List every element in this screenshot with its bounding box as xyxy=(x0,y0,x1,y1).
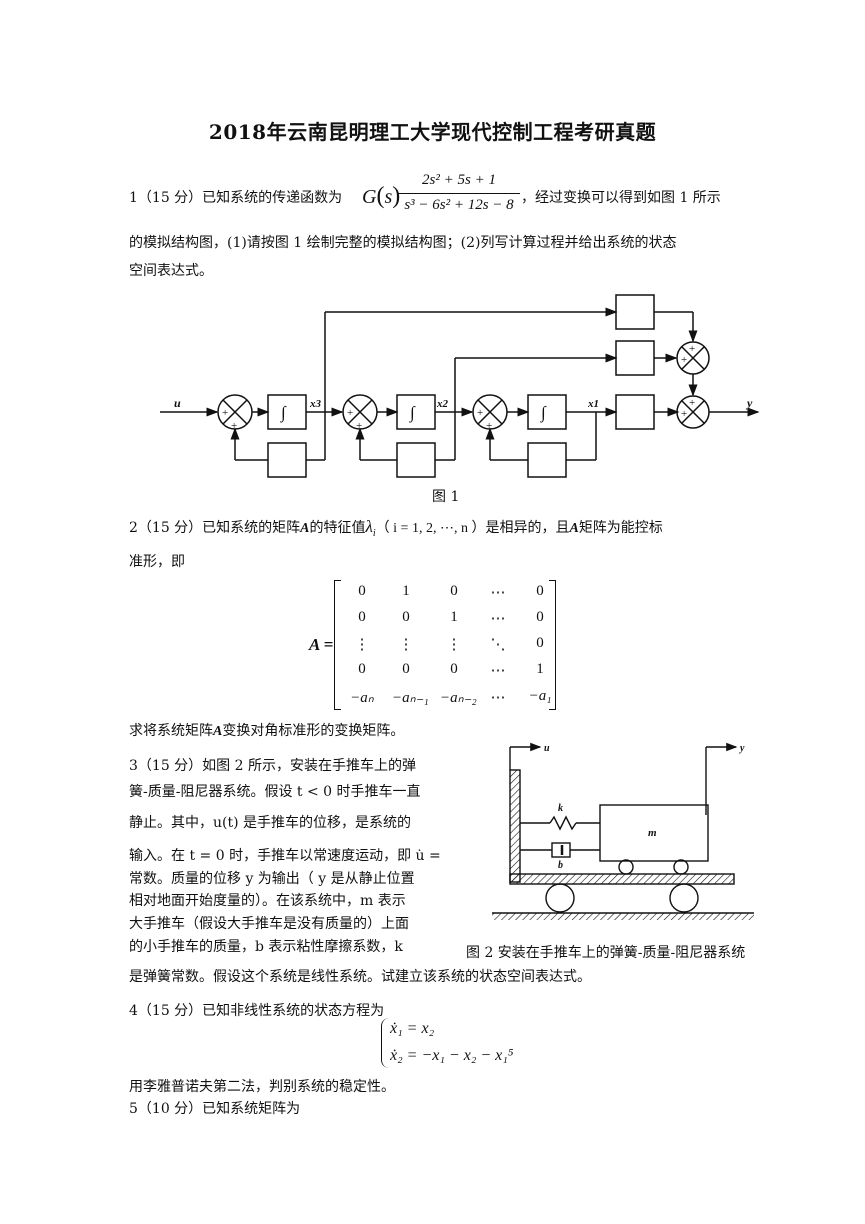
matrix-cell: ⋱ xyxy=(490,637,506,653)
q4-brace xyxy=(381,1018,390,1068)
q1-fraction-bar xyxy=(398,193,520,194)
fig2-u-label: u xyxy=(544,743,550,754)
matrix-cell: −aₙ₋₁ xyxy=(392,690,429,706)
q3-line8: 的小手推车的质量，b 表示粘性摩擦系数，k xyxy=(129,939,403,955)
matrix-cell: 0 xyxy=(402,661,410,677)
integrator-3-icon: ∫ xyxy=(540,403,547,423)
q1-line1: 1（15 分）已知系统的传递函数为 xyxy=(129,189,342,207)
matrix-cell: 0 xyxy=(358,609,366,625)
sum3-plus-left: + xyxy=(477,407,483,419)
figure-1-block-diagram: u y x3 x2 x1 ∫ ∫ ∫ + + + + + + + + + + xyxy=(160,294,760,478)
q3-line6: 相对地面开始度量的）。在该系统中，m 表示 xyxy=(129,893,406,909)
matrix-cell: −aₙ xyxy=(350,690,374,706)
matrix-cell: 1 xyxy=(536,661,544,677)
matrix-cell: ⋮ xyxy=(446,637,462,653)
fig2-y-label: y xyxy=(739,743,745,754)
q4-line1: 4（15 分）已知非线性系统的状态方程为 xyxy=(129,1003,385,1019)
matrix-cell: ⋯ xyxy=(490,663,506,679)
matrix-cell: ⋮ xyxy=(398,637,414,653)
matrix-right-bracket xyxy=(549,580,556,710)
q3-line2: 簧-质量-阻尼器系统。假设 t < 0 时手推车一直 xyxy=(129,784,421,800)
q3-line7: 大手推车（假设大手推车是没有质量的）上面 xyxy=(129,916,409,932)
matrix-cell: 0 xyxy=(536,609,544,625)
fig1-x1-label: x1 xyxy=(587,398,599,410)
matrix-cell: −a₁ xyxy=(528,688,552,704)
matrix-cell: 1 xyxy=(450,609,458,625)
fig2-k-label: k xyxy=(558,803,563,814)
matrix-A: 0 1 0 ⋯ 0 0 0 1 ⋯ 0 ⋮ ⋮ ⋮ ⋱ 0 0 0 0 ⋯ 1 −aₙ −aₙ₋₁ −aₙ₋₂ ⋯ −a₁ xyxy=(334,580,556,710)
q3-line1: 3（15 分）如图 2 所示，安装在手推车上的弹 xyxy=(129,758,416,774)
matrix-cell: 0 xyxy=(358,661,366,677)
matrix-cell: 0 xyxy=(536,583,544,599)
sum5-plus-left: + xyxy=(681,408,687,420)
q1-suffix: ，经过变换可以得到如图 1 所示 xyxy=(521,190,721,206)
q2-line2: 准形，即 xyxy=(129,554,185,570)
q3-line9: 是弹簧常数。假设这个系统是线性系统。试建立该系统的状态空间表达式。 xyxy=(129,969,591,985)
matrix-cell: 0 xyxy=(450,661,458,677)
integrator-1-icon: ∫ xyxy=(280,403,287,423)
q1-line3: 空间表达式。 xyxy=(129,263,213,279)
integrator-2-icon: ∫ xyxy=(409,403,416,423)
q4-eq1: ẋ₁ = x₂ xyxy=(390,1020,435,1037)
matrix-cell: ⋯ xyxy=(490,611,506,627)
q1-prefix: 1（15 分）已知系统的传递函数为 xyxy=(129,190,343,206)
figure-2-cart-diagram: u y k b m xyxy=(492,742,754,920)
matrix-cell: 0 xyxy=(402,609,410,625)
q1-numerator: 2s² + 5s + 1 xyxy=(422,172,496,188)
sum1-plus-left: + xyxy=(222,407,228,419)
q1-denominator: s³ − 6s² + 12s − 8 xyxy=(404,197,514,213)
figure-1-caption: 图 1 xyxy=(432,489,460,505)
matrix-cell: 0 xyxy=(358,583,366,599)
matrix-left-bracket xyxy=(334,580,341,710)
fig2-b-label: b xyxy=(558,860,563,871)
matrix-cell: 0 xyxy=(450,583,458,599)
matrix-cell: ⋯ xyxy=(490,690,506,706)
fig1-x2-label: x2 xyxy=(436,398,449,410)
q3-line3: 静止。其中，u(t) 是手推车的位移，是系统的 xyxy=(129,815,412,831)
q5-line1: 5（10 分）已知系统矩阵为 xyxy=(129,1101,301,1117)
sum4-plus-top: + xyxy=(689,343,695,355)
sum1-plus-bottom: + xyxy=(231,420,237,432)
figure-2-caption: 图 2 安装在手推车上的弹簧-质量-阻尼器系统 xyxy=(466,945,746,961)
q4-line2: 用李雅普诺夫第二法，判别系统的稳定性。 xyxy=(129,1079,395,1095)
sum2-plus-left: + xyxy=(347,407,353,419)
fig1-y-label: y xyxy=(745,396,753,410)
matrix-cell: ⋯ xyxy=(490,585,506,601)
matrix-cell: −aₙ₋₂ xyxy=(440,690,477,706)
sum2-plus-bottom: + xyxy=(356,420,362,432)
page-title: 2018年云南昆明理工大学现代控制工程考研真题 xyxy=(208,120,657,144)
matrix-cell: 0 xyxy=(536,635,544,651)
q2-line1: 2（15 分）已知系统的矩阵A的特征值λi（ i = 1, 2, ⋯, n ）是… xyxy=(129,517,663,539)
q1-line2: 的模拟结构图，(1)请按图 1 绘制完整的模拟结构图；(2)列写计算过程并给出系… xyxy=(129,235,677,251)
fig1-u-label: u xyxy=(174,396,181,410)
sum3-plus-bottom: + xyxy=(486,420,492,432)
fig2-m-label: m xyxy=(648,827,657,839)
q4-eq2: ẋ₂ = −x₁ − x₂ − x₁⁵ xyxy=(390,1047,514,1064)
matrix-cell: ⋮ xyxy=(354,637,370,653)
q2-ask: 求将系统矩阵A变换对角标准形的变换矩阵。 xyxy=(129,723,405,739)
sum4-plus-left: + xyxy=(681,354,687,366)
q3-line4: 输入。在 t = 0 时，手推车以常速度运动，即 u̇ = xyxy=(129,848,441,864)
matrix-lhs: A = xyxy=(309,635,334,654)
q1-transfer-lhs: G(s) xyxy=(362,183,401,209)
fig1-x3-label: x3 xyxy=(309,398,322,410)
matrix-cell: 1 xyxy=(402,583,410,599)
q3-line5: 常数。质量的位移 y 为输出（ y 是从静止位置 xyxy=(129,871,415,887)
sum5-plus-top: + xyxy=(689,397,695,409)
